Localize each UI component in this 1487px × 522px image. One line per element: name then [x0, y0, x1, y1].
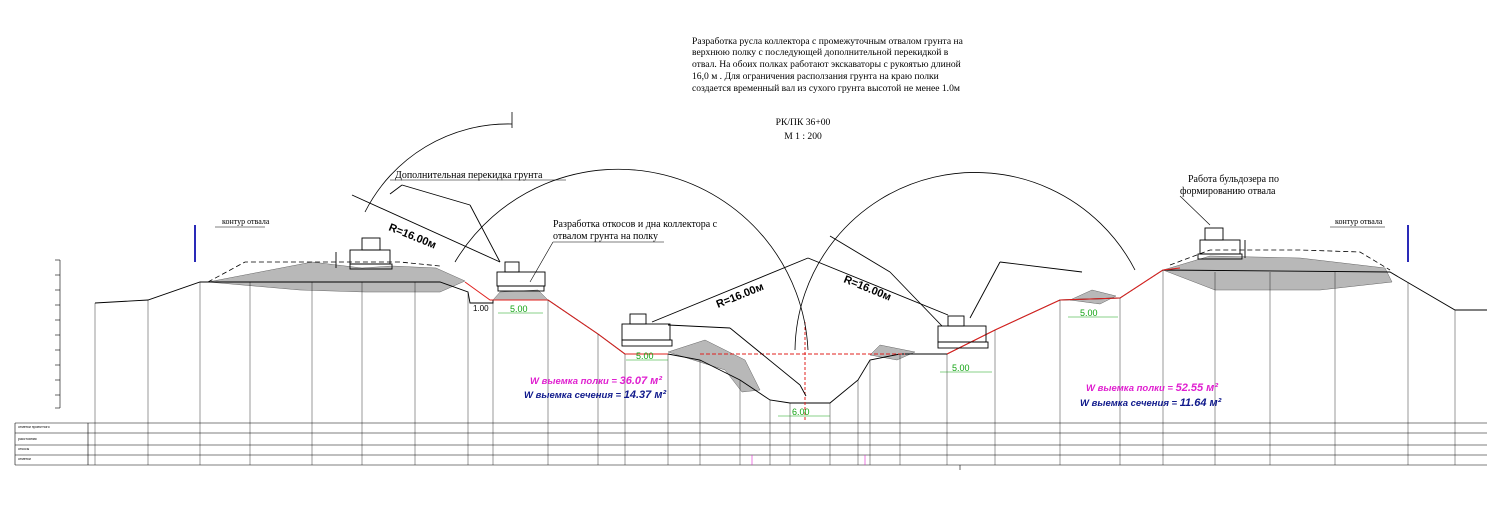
radius-label: R=16.00м — [842, 274, 893, 304]
description-line: верхнюю полку с последующей дополнительн… — [692, 47, 949, 58]
svg-text:W выемка полки = 52.55 м²: W выемка полки = 52.55 м² — [1086, 382, 1218, 394]
right-shelf-volume-value: 52.55 м² — [1176, 382, 1219, 394]
elevation-scale — [55, 259, 61, 409]
section-title: РК/ПК 36+00 — [776, 117, 831, 128]
excavator-left — [621, 313, 807, 397]
volume-right: W выемка полки = 52.55 м² W выемка сечен… — [1080, 382, 1222, 409]
design-slopes — [464, 267, 1181, 420]
slope-work-label-2: отвалом грунта на полку — [553, 231, 658, 242]
description-note: Разработка русла коллектора с промежуточ… — [692, 36, 964, 94]
profile-table-ticks: отметки проектного расстояния откосы отм… — [18, 425, 50, 461]
left-design-slope — [464, 281, 668, 355]
channel-spoil-right — [869, 344, 916, 361]
right-excavator-arc — [794, 172, 1136, 351]
annotations: Дополнительная перекидка грунта Разработ… — [215, 170, 1385, 283]
left-berm-dim: 5.00 — [510, 304, 528, 314]
bottom-width-dim: 6.00 — [792, 407, 810, 417]
description-line: отвал. На обоих полках работают экскават… — [692, 59, 961, 70]
scale-label: М 1 : 200 — [784, 131, 822, 142]
spoil-fills — [207, 255, 1393, 393]
bulldozer-right — [1197, 227, 1246, 260]
bulldozer-label-1: Работа бульдозера по — [1188, 174, 1279, 185]
depth-step-dim: 1.00 — [473, 304, 489, 313]
svg-text:W выемка сечения = 11.64 м²: W выемка сечения = 11.64 м² — [1080, 397, 1222, 409]
dump-contour-right-label: контур отвала — [1335, 217, 1383, 226]
left-excavator-arc — [454, 168, 809, 351]
transfer-swing-arc — [364, 123, 513, 213]
bulldozer-left — [335, 237, 393, 270]
radius-label: R=16.00м — [387, 222, 438, 252]
svg-text:расстояния: расстояния — [18, 437, 37, 441]
right-shelf-spoil — [1069, 289, 1117, 305]
svg-text:откосы: откосы — [18, 447, 30, 451]
right-section-volume-value: 11.64 м² — [1180, 397, 1222, 409]
description-line: Разработка русла коллектора с промежуточ… — [692, 36, 964, 47]
excavator-transfer — [389, 184, 546, 292]
swing-arcs — [364, 112, 1136, 351]
description-line: создается временный вал из сухого грунта… — [692, 83, 960, 94]
left-shelf-dim: 5.00 — [636, 351, 654, 361]
left-shelf-spoil — [492, 289, 549, 301]
svg-text:отметки проектного: отметки проектного — [18, 425, 50, 429]
right-shelf-dim: 5.00 — [952, 363, 970, 373]
right-design-slope — [946, 267, 1181, 355]
left-section-volume-label: W выемка сечения = — [524, 390, 624, 401]
right-dump-contour — [1169, 249, 1391, 271]
excavator-right — [829, 235, 1083, 349]
radius-leaders — [351, 194, 949, 323]
left-dump-fill — [207, 261, 466, 293]
slope-work-label-1: Разработка откосов и дна коллектора с — [553, 219, 718, 230]
profile-grid — [94, 270, 1456, 465]
profile-table — [14, 422, 1487, 470]
svg-text:отметки: отметки — [18, 457, 31, 461]
right-dump-fill — [1162, 255, 1393, 291]
description-line: 16,0 м . Для ограничения расползания гру… — [692, 71, 939, 82]
left-shelf-volume-label: W выемка полки = — [530, 376, 620, 387]
bulldozer-label-2: формированию отвала — [1180, 186, 1276, 197]
left-section-volume-value: 14.37 м² — [624, 389, 667, 401]
right-section-volume-label: W выемка сечения = — [1080, 398, 1180, 409]
dump-contours — [207, 249, 1391, 283]
svg-text:W выемка сечения = 14.37 м²: W выемка сечения = 14.37 м² — [524, 389, 666, 401]
right-berm-dim: 5.00 — [1080, 308, 1098, 318]
right-shelf-volume-label: W выемка полки = — [1086, 383, 1176, 394]
blue-markers — [194, 225, 1409, 262]
svg-text:W выемка полки = 36.07 м²: W выемка полки = 36.07 м² — [530, 375, 662, 387]
volume-left: W выемка полки = 36.07 м² W выемка сечен… — [524, 375, 666, 401]
left-dump-contour — [207, 261, 441, 283]
left-shelf-volume-value: 36.07 м² — [620, 375, 663, 387]
extra-transfer-label: Дополнительная перекидка грунта — [395, 170, 543, 181]
dump-contour-left-label: контур отвала — [222, 217, 270, 226]
